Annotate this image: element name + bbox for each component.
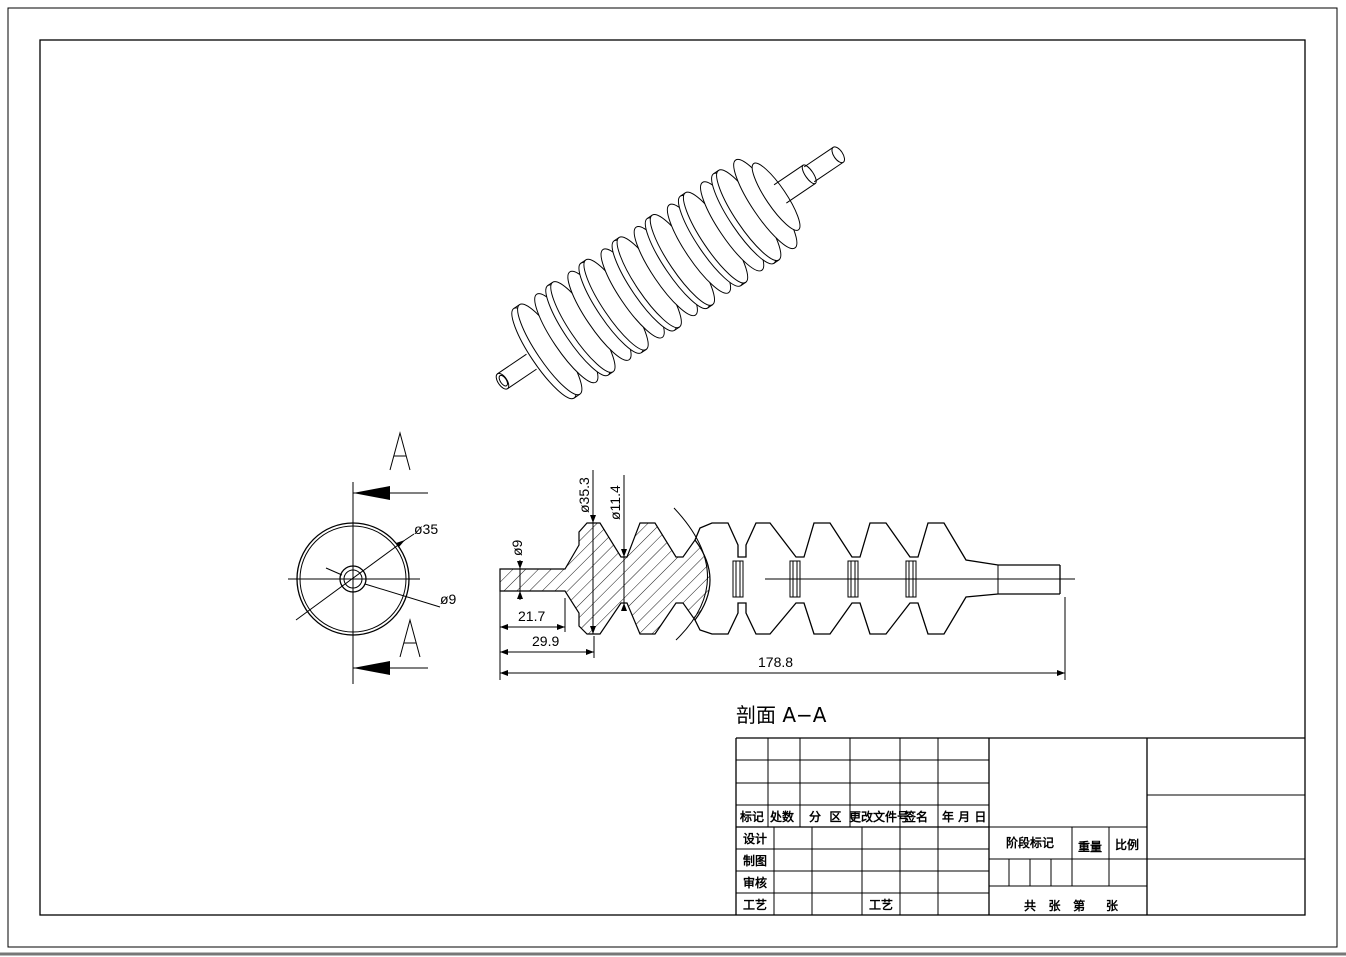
dim-shaft-dia: ø9 bbox=[509, 539, 525, 556]
section-view: ø9 ø35.3 ø11.4 21.7 29.9 178.8 剖面 A−A bbox=[499, 470, 1075, 727]
tb-weight: 重量 bbox=[1078, 839, 1102, 854]
tb-scale: 比例 bbox=[1115, 837, 1139, 852]
dim-outer-dia: ø35 bbox=[414, 521, 438, 537]
dim-len-21-7: 21.7 bbox=[518, 608, 545, 624]
tb-process-label: 工艺 bbox=[869, 897, 893, 912]
tb-sheets: 共 张 第 张 bbox=[1024, 898, 1119, 913]
section-arrow-bottom bbox=[353, 661, 390, 675]
dim-len-29-9: 29.9 bbox=[532, 633, 559, 649]
title-block: 标记 处数 分 区 更改文件号 签名 年 月 日 设计 制图 审核 工艺 工艺 … bbox=[735, 737, 1305, 915]
tb-role-process: 工艺 bbox=[743, 897, 767, 912]
outer-frame bbox=[7, 7, 1338, 948]
tb-stage-mark: 阶段标记 bbox=[1006, 835, 1054, 850]
isometric-view bbox=[495, 146, 846, 400]
tb-label-count: 处数 bbox=[769, 809, 795, 824]
section-arrow-top bbox=[353, 486, 390, 500]
tb-role-draw: 制图 bbox=[743, 853, 767, 868]
tb-label-mark: 标记 bbox=[739, 809, 764, 824]
tb-role-review: 审核 bbox=[743, 875, 767, 890]
tb-label-change-doc: 更改文件号 bbox=[849, 809, 909, 824]
tb-label-date: 年 月 日 bbox=[942, 809, 986, 824]
dim-root-dia: ø11.4 bbox=[607, 485, 623, 520]
dim-shaft-dia-side: ø9 bbox=[440, 591, 457, 607]
dim-flange-dia: ø35.3 bbox=[576, 477, 592, 513]
end-view: ø35 ø9 bbox=[288, 431, 457, 684]
section-title: 剖面 A−A bbox=[736, 703, 827, 727]
tb-role-design: 设计 bbox=[743, 831, 767, 846]
inner-frame bbox=[39, 39, 1306, 916]
tb-label-zone: 分 区 bbox=[809, 809, 841, 824]
dim-total-len: 178.8 bbox=[758, 654, 793, 670]
tb-label-signature: 签名 bbox=[903, 809, 928, 824]
